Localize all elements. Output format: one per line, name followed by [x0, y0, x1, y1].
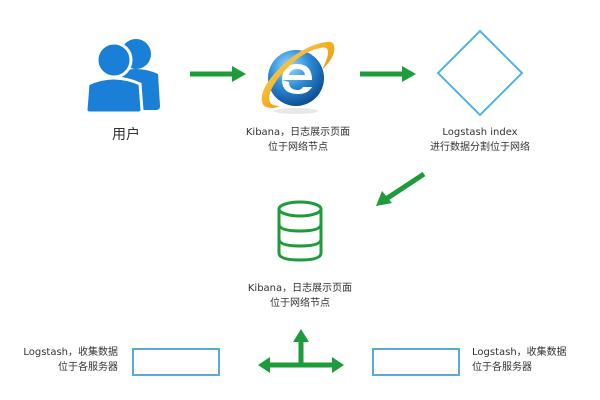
kibana-browser-label-2: 位于网络节点	[268, 142, 328, 153]
internet-explorer-icon	[261, 41, 335, 114]
database-icon	[277, 200, 323, 262]
three-way-arrow-icon	[258, 329, 344, 373]
kibana-browser-label-1: Kibana，日志展示页面	[245, 127, 351, 138]
logstash-right-server-box	[372, 348, 460, 376]
kibana-db-label-2: 位于网络节点	[270, 298, 330, 309]
logstash-left-label-1: Logstash，收集数据	[23, 347, 118, 358]
logstash-index-label-2: 进行数据分割位于网络	[430, 142, 530, 153]
logstash-left-label-2: 位于各服务器	[58, 362, 118, 373]
logstash-left-server-box	[132, 348, 220, 376]
arrow-down-left-icon	[376, 172, 426, 206]
arrow-right-icon	[360, 66, 416, 82]
users-icon	[86, 39, 160, 114]
logstash-right-label-1: Logstash，收集数据	[472, 347, 567, 358]
diamond-icon	[436, 29, 524, 117]
user-label: 用户	[112, 127, 140, 143]
logstash-index-label-1: Logstash index	[442, 127, 518, 138]
kibana-db-label-1: Kibana，日志展示页面	[247, 283, 353, 294]
arrow-right-icon	[190, 66, 246, 82]
logstash-right-label-2: 位于各服务器	[472, 362, 532, 373]
